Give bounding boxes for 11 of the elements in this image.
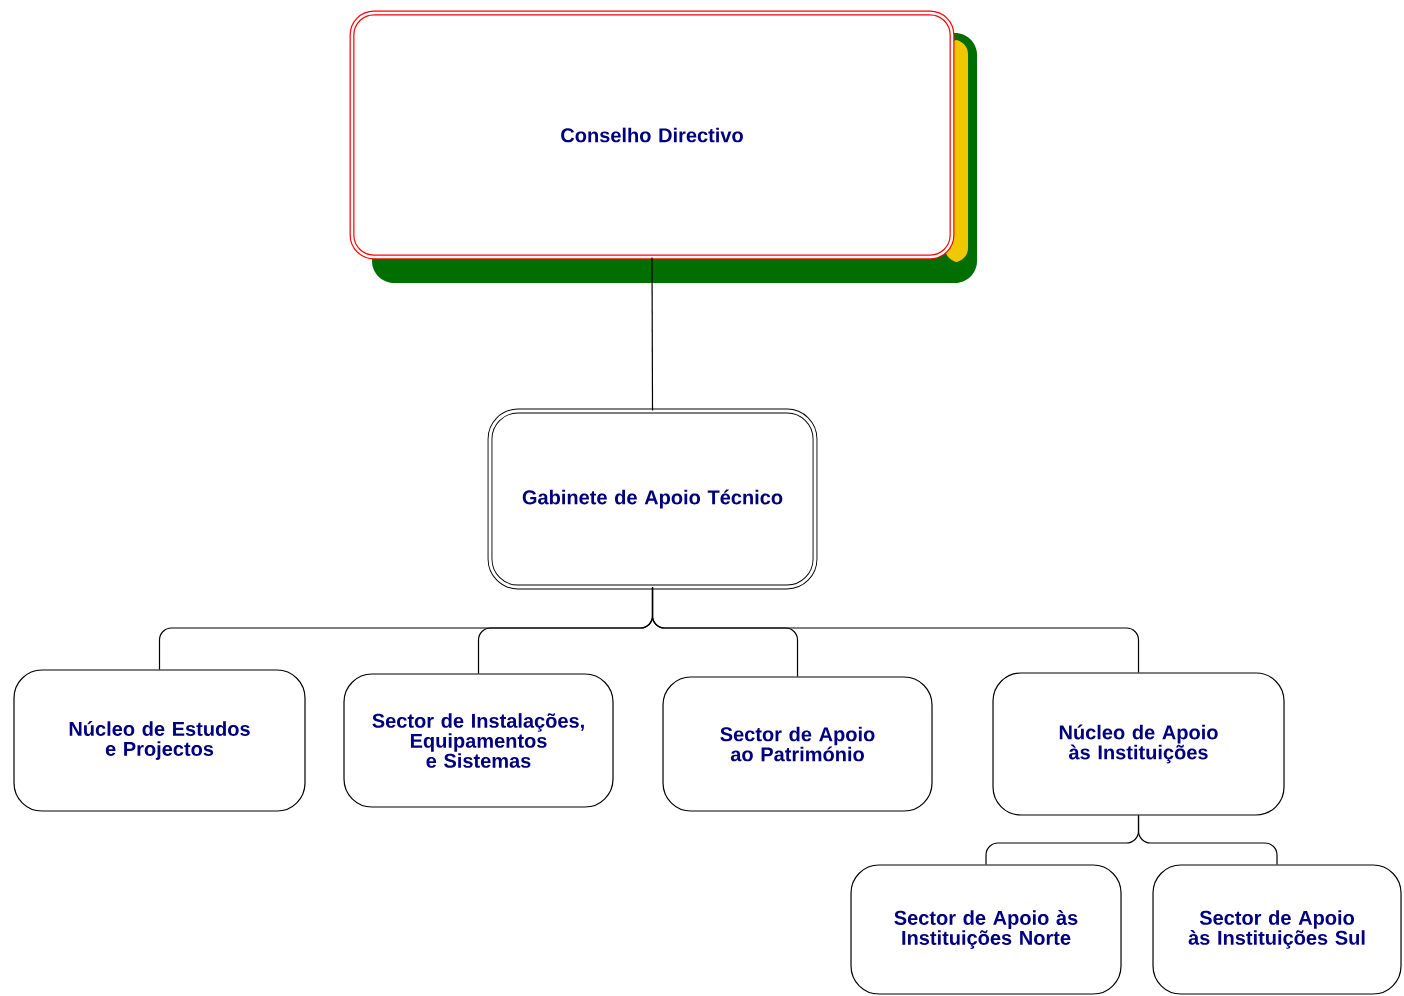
connector: [651, 586, 1140, 673]
org-box: Gabinete de Apoio Técnico: [487, 408, 818, 590]
org-box: Núcleo de Estudos e Projectos: [13, 669, 306, 812]
org-box: Sector de Instalações, Equipamentos e Sistemas: [343, 673, 614, 808]
connector: [651, 257, 654, 412]
org-box: Sector de Apoio às Instituições Sul: [1152, 864, 1402, 995]
org-box: Sector de Apoio ao Património: [662, 676, 933, 812]
connector: [1137, 815, 1278, 865]
org-box: Núcleo de Apoio às Instituições: [992, 672, 1285, 816]
org-box: Sector de Apoio às Instituições Norte: [850, 864, 1122, 995]
org-box: Conselho Directivo: [349, 10, 955, 260]
